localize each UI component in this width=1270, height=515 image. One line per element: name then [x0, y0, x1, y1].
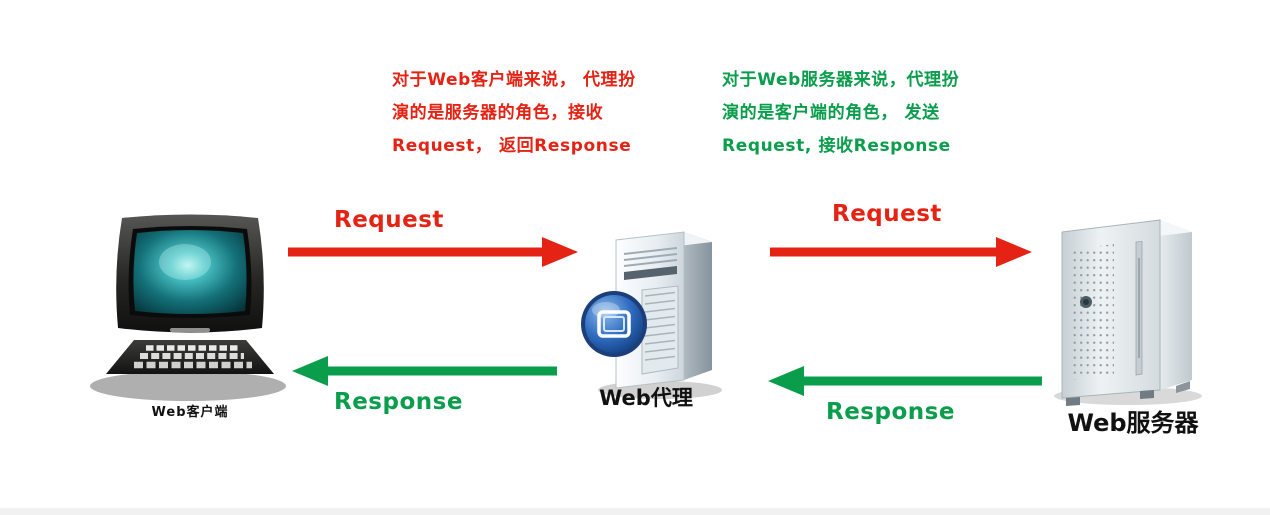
client-node — [88, 210, 293, 409]
response-arrow-server-to-proxy — [768, 366, 1042, 396]
request-arrow-proxy-to-server — [770, 237, 1032, 267]
response-arrow-proxy-to-client — [292, 356, 557, 386]
proxy-label: Web代理 — [599, 386, 693, 410]
request-arrow-client-to-proxy — [288, 237, 578, 267]
client-side-annotation: 对于Web客户端来说， 代理扮 演的是服务器的角色，接收 Request， 返回… — [392, 64, 636, 163]
request-label-client-to-proxy: Request — [334, 207, 444, 233]
server-node — [1040, 198, 1215, 414]
client-label: Web客户端 — [151, 405, 229, 420]
proxy-tower-icon — [581, 231, 722, 399]
annotation-line: 演的是服务器的角色，接收 — [392, 103, 604, 123]
bottom-edge-strip — [0, 508, 1270, 515]
annotation-line: 对于Web服务器来说，代理扮 — [722, 70, 960, 90]
desktop-computer-icon — [90, 214, 286, 401]
annotation-line: Request， 返回Response — [392, 136, 632, 156]
annotation-line: 对于Web客户端来说， 代理扮 — [392, 70, 636, 90]
request-label-proxy-to-server: Request — [832, 201, 942, 227]
response-label-server-to-proxy: Response — [826, 399, 955, 425]
annotation-line: 演的是客户端的角色， 发送 — [722, 103, 940, 123]
response-label-proxy-to-client: Response — [334, 389, 463, 415]
server-side-annotation: 对于Web服务器来说，代理扮 演的是客户端的角色， 发送 Request, 接收… — [722, 64, 959, 163]
proxy-node — [580, 218, 730, 407]
server-tower-icon — [1054, 219, 1202, 406]
annotation-line: Request, 接收Response — [722, 136, 951, 156]
proxy-badge-icon — [581, 291, 647, 357]
server-label: Web服务器 — [1067, 409, 1199, 437]
